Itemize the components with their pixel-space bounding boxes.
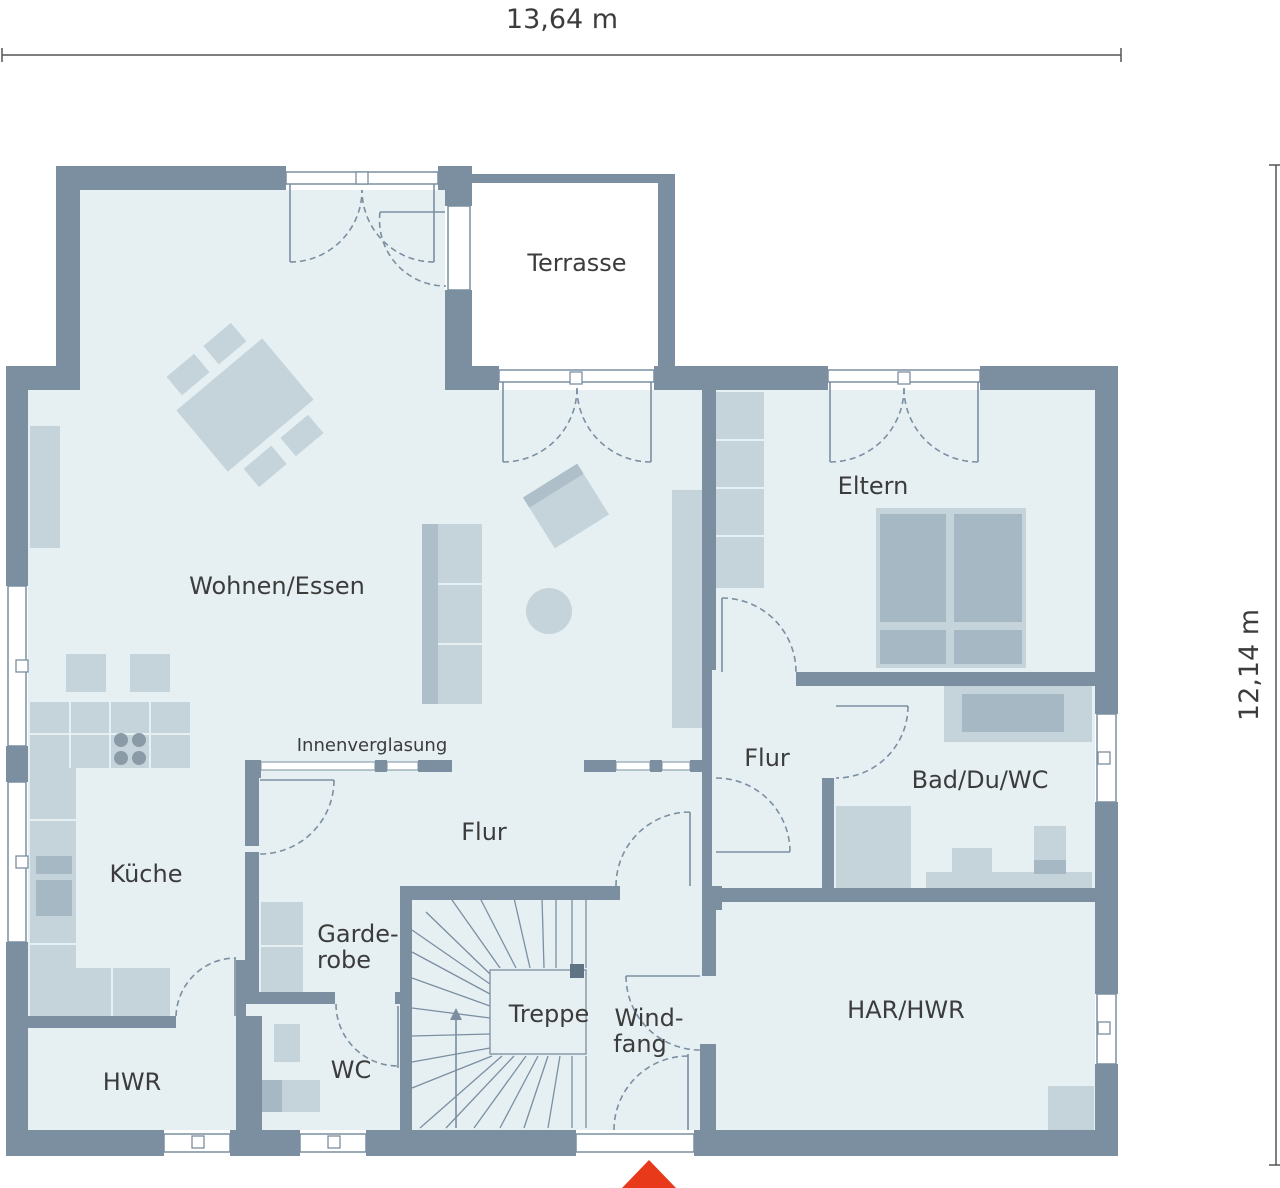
entrance-arrow-icon <box>622 1160 676 1188</box>
label-terrasse: Terrasse <box>526 249 626 277</box>
window-marks <box>15 171 1111 1149</box>
stair-post <box>570 964 584 978</box>
inner-glazing <box>260 761 691 771</box>
label-windfang-line2: fang <box>613 1030 667 1058</box>
label-hwr: HWR <box>103 1068 161 1096</box>
dimension-width: 13,64 m <box>1 4 1122 62</box>
staircase <box>411 897 587 1129</box>
label-flur-right: Flur <box>744 744 790 772</box>
label-treppe: Treppe <box>508 1000 589 1028</box>
label-kueche: Küche <box>110 860 183 888</box>
label-eltern: Eltern <box>838 472 909 500</box>
label-garderobe-line1: Garde- <box>317 920 398 948</box>
hob-burners <box>114 733 146 765</box>
door-swings <box>175 184 979 1131</box>
label-flur-center: Flur <box>461 818 507 846</box>
width-label: 13,64 m <box>506 4 618 35</box>
stair-arrow-icon <box>450 1008 462 1020</box>
label-bad-du-wc: Bad/Du/WC <box>912 766 1049 794</box>
depth-label: 12,14 m <box>1234 609 1265 721</box>
walls <box>6 166 1118 1156</box>
furniture-details <box>30 439 913 1016</box>
label-wohnen-essen: Wohnen/Essen <box>189 572 365 600</box>
label-wc: WC <box>331 1056 372 1084</box>
room-labels: Terrasse Wohnen/Essen Eltern Flur Flur B… <box>103 249 1049 1096</box>
label-windfang-line1: Wind- <box>615 1004 684 1032</box>
terrace-area <box>472 183 658 365</box>
label-innenverglasung: Innenverglasung <box>297 735 448 756</box>
label-har-hwr: HAR/HWR <box>847 996 965 1024</box>
label-garderobe-line2: robe <box>317 946 371 974</box>
furniture-accents <box>36 514 1066 1112</box>
dimension-depth: 12,14 m <box>1234 164 1280 1166</box>
